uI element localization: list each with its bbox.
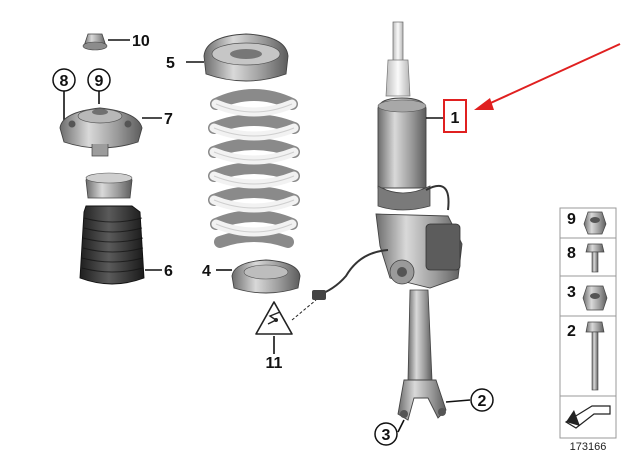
coil-spring <box>208 89 300 248</box>
legend-item-8: 8 <box>567 245 576 262</box>
part-4-lower-spring-seat <box>231 259 301 294</box>
callout-11: 11 <box>266 355 283 372</box>
callout-9: 9 <box>95 73 104 90</box>
bolt-8-icon <box>585 243 605 273</box>
bolt-2-icon <box>585 321 605 391</box>
highlight-arrow <box>474 43 621 110</box>
part-1-shock-absorber <box>312 21 463 421</box>
hex-nut-9-icon <box>583 211 607 235</box>
callout-8: 8 <box>60 73 69 90</box>
page-turn-arrow-icon <box>564 405 611 429</box>
part-7-strut-mount <box>59 107 143 157</box>
legend-item-3: 3 <box>567 284 576 301</box>
callout-4: 4 <box>202 263 211 280</box>
callout-6: 6 <box>164 263 173 280</box>
callout-3: 3 <box>382 427 391 444</box>
callout-3-circle <box>374 422 398 446</box>
callout-2: 2 <box>478 393 487 410</box>
diagram-number: 173166 <box>570 441 607 453</box>
leader-3 <box>397 419 405 433</box>
hex-nut-3-icon <box>582 285 608 311</box>
callout-5: 5 <box>166 55 175 72</box>
legend-item-9: 9 <box>567 211 576 228</box>
highlight-box <box>443 99 467 133</box>
part-11-esd-warning-icon <box>255 301 293 335</box>
part-10-nut <box>82 33 108 51</box>
callout-2-circle <box>470 388 494 412</box>
callout-10: 10 <box>132 33 150 50</box>
callout-1: 1 <box>451 110 460 127</box>
esd-pointer-line <box>291 299 317 321</box>
callout-7: 7 <box>164 111 173 128</box>
legend-item-2: 2 <box>567 323 576 340</box>
part-5-upper-spring-seat <box>203 33 289 82</box>
leader-2 <box>445 399 471 403</box>
hardware-legend: 9 8 3 2 <box>559 207 617 439</box>
part-6-dust-boot <box>79 172 145 285</box>
